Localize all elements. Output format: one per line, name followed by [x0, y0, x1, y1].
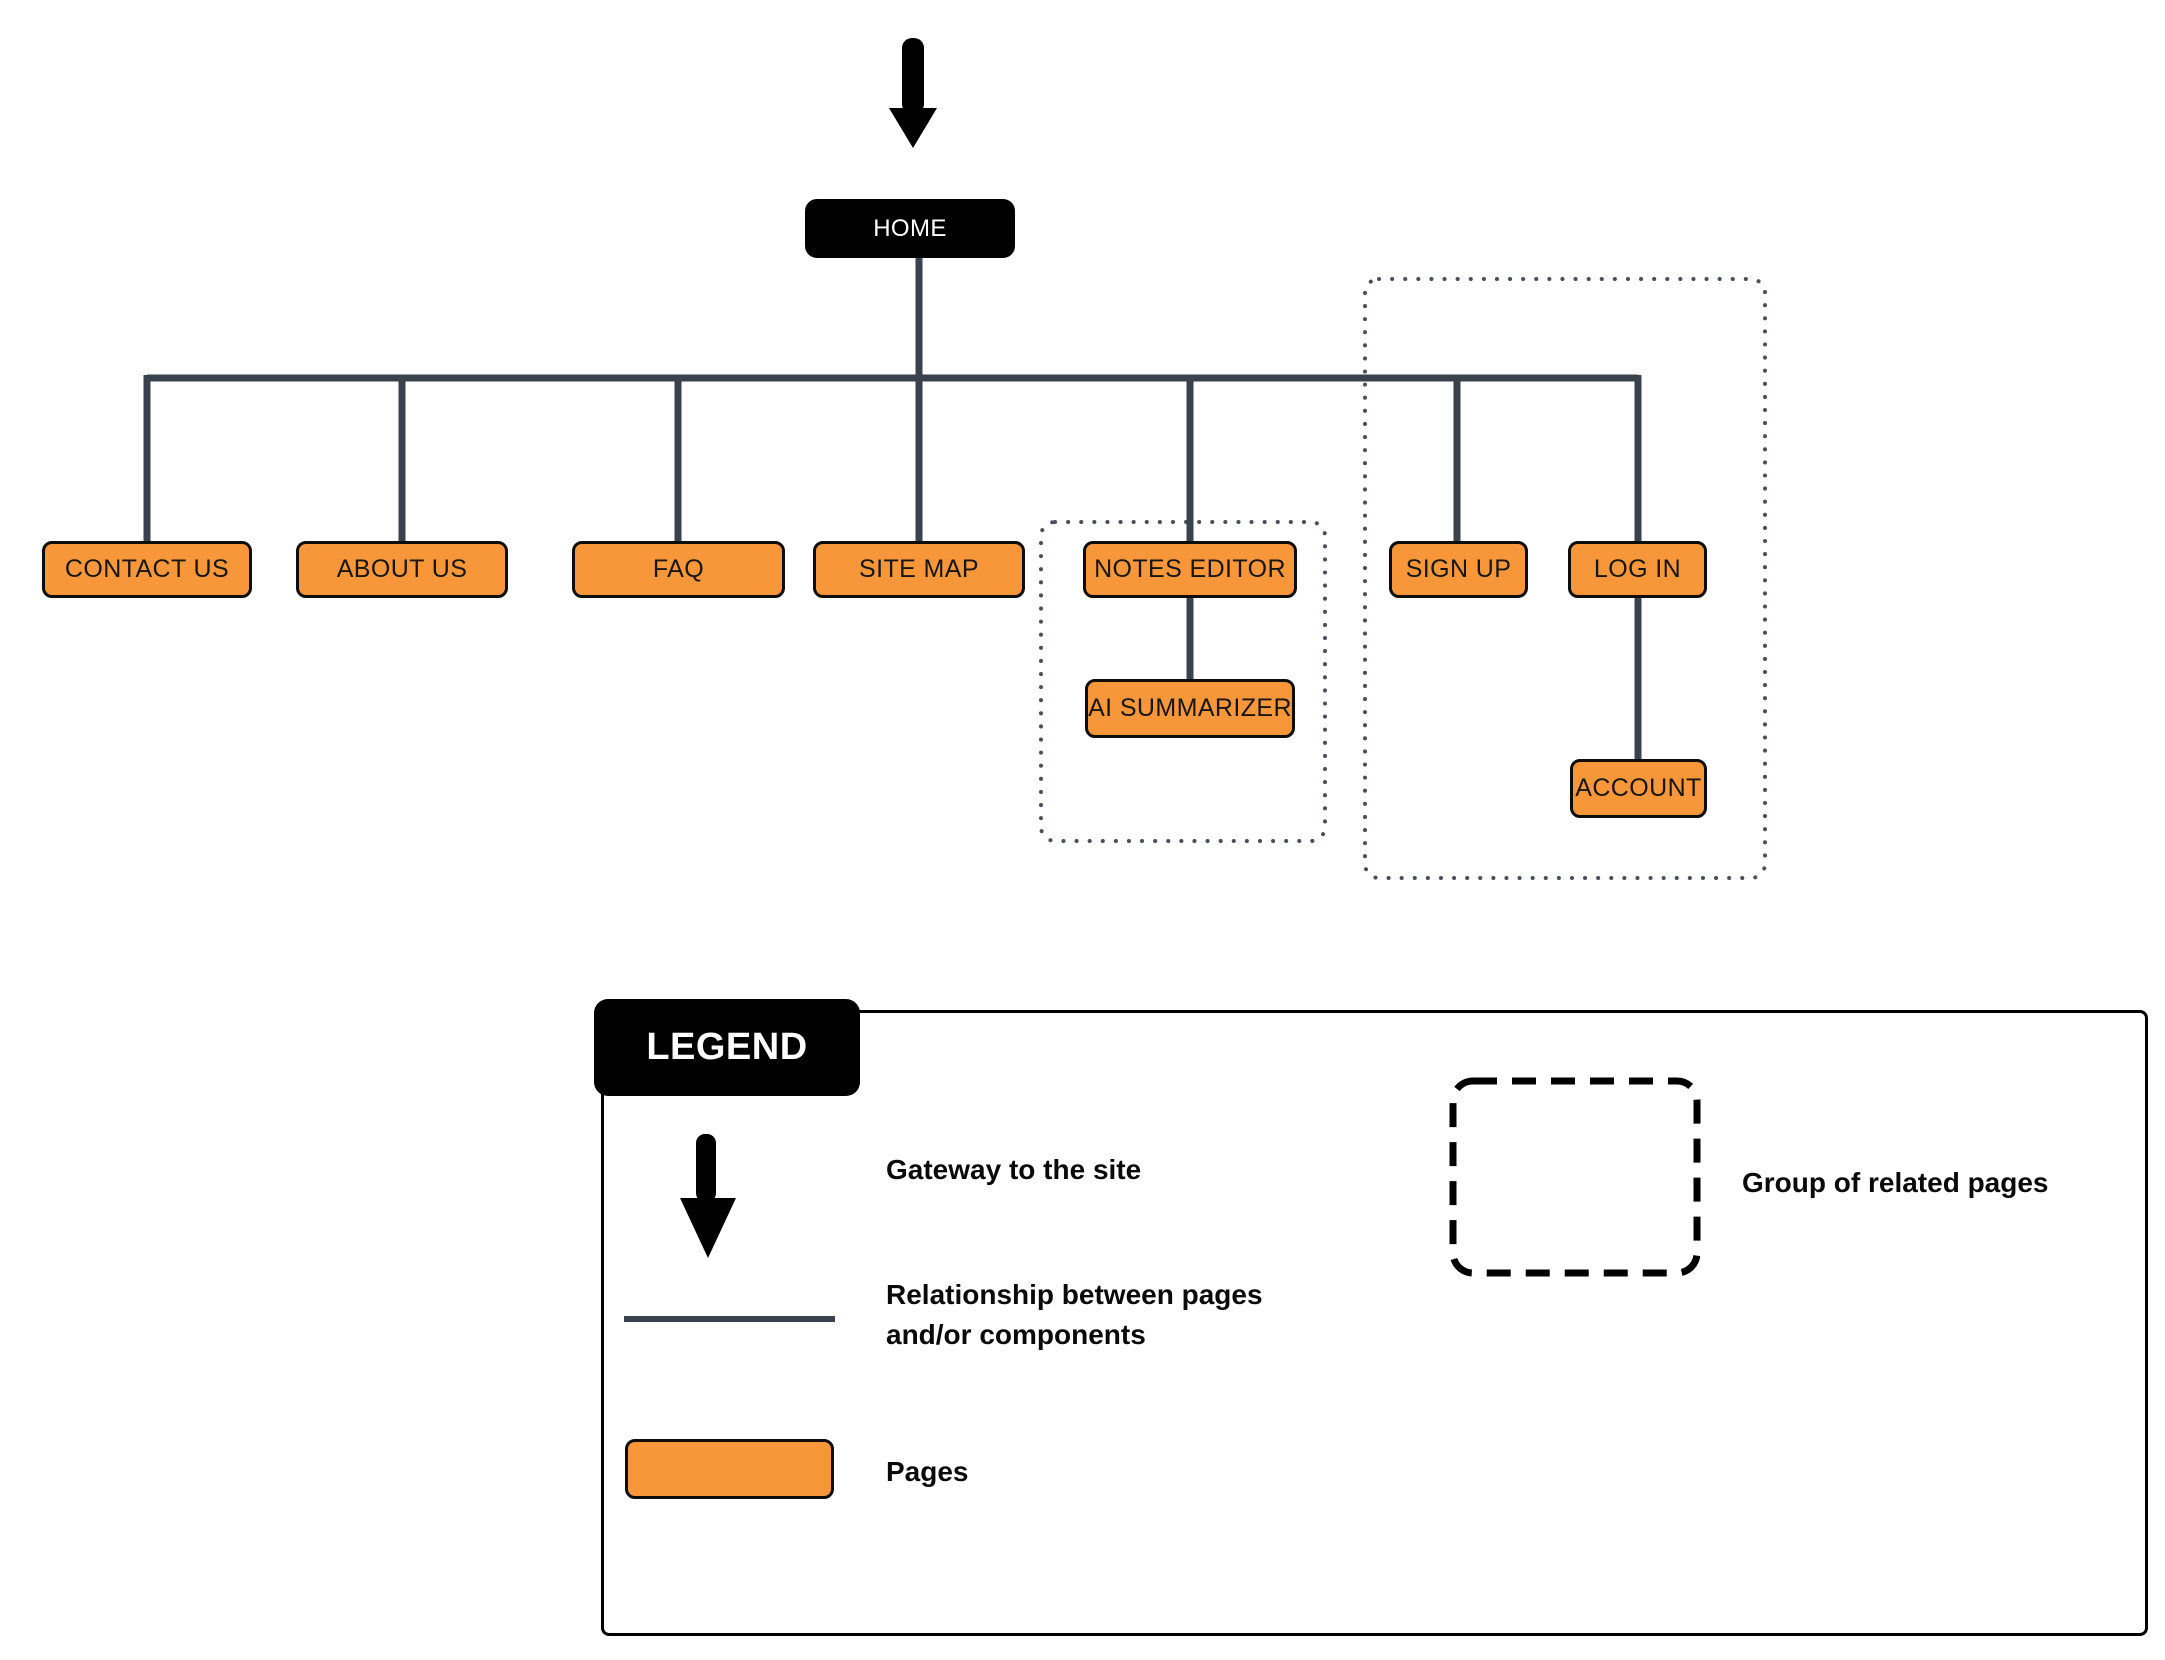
node-sign-up: SIGN UP — [1389, 541, 1528, 598]
node-faq: FAQ — [572, 541, 785, 598]
legend-relationship-label: Relationship between pages and/or compon… — [886, 1275, 1263, 1355]
legend-relationship-label-line2: and/or components — [886, 1319, 1146, 1350]
legend-group-label: Group of related pages — [1742, 1167, 2049, 1198]
legend-pages-label: Pages — [886, 1456, 969, 1487]
legend-panel — [601, 1010, 2148, 1636]
auth-group-outline — [1363, 277, 1767, 880]
node-contact-us: CONTACT US — [42, 541, 252, 598]
legend-arrow-icon — [680, 1134, 736, 1258]
node-account: ACCOUNT — [1570, 759, 1707, 818]
node-notes-editor: NOTES EDITOR — [1083, 541, 1297, 598]
legend-gateway-label: Gateway to the site — [886, 1154, 1142, 1185]
node-about-us: ABOUT US — [296, 541, 508, 598]
node-site-map: SITE MAP — [813, 541, 1025, 598]
node-home: HOME — [805, 199, 1015, 258]
entry-arrow-icon — [889, 38, 937, 148]
legend-title: LEGEND — [594, 999, 860, 1096]
legend-line-swatch — [624, 1316, 835, 1322]
node-log-in: LOG IN — [1568, 541, 1707, 598]
legend-page-swatch — [625, 1439, 834, 1499]
notes-editor-group-outline — [1039, 520, 1327, 843]
legend-group-swatch — [1449, 1077, 1701, 1277]
legend-relationship-label-line1: Relationship between pages — [886, 1279, 1263, 1310]
node-ai-summarizer: AI SUMMARIZER — [1085, 679, 1295, 738]
